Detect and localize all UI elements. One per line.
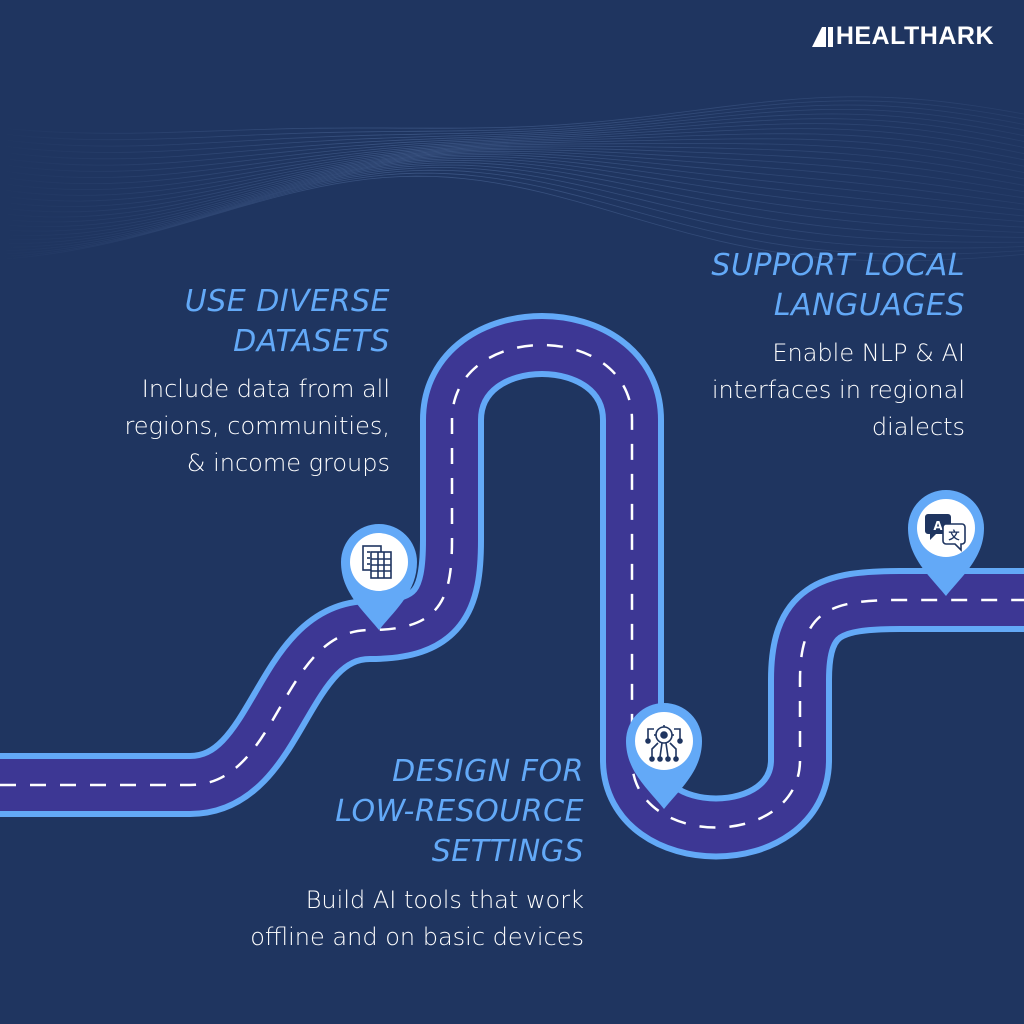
wave-line — [0, 133, 1024, 184]
step-description: Include data from all regions, communiti… — [10, 371, 390, 482]
map-pin-low-resource — [626, 703, 702, 809]
wave-line — [0, 157, 1024, 236]
description-line: regions, communities, — [124, 412, 390, 440]
logo-mark-icon — [811, 26, 833, 47]
wave-line — [0, 154, 1024, 228]
step-use-diverse-datasets: USE DIVERSE DATASETS Include data from a… — [10, 282, 390, 482]
ai-network-icon — [645, 725, 683, 762]
wave-line — [0, 100, 1024, 141]
map-pin-datasets — [341, 524, 417, 630]
wave-line — [0, 145, 1024, 202]
wave-line — [0, 128, 1024, 179]
map-pin-languages: A 文 — [908, 490, 984, 596]
heading-line: LANGUAGES — [773, 288, 965, 323]
step-heading: DESIGN FOR LOW-RESOURCE SETTINGS — [124, 752, 584, 872]
heading-line: USE DIVERSE — [184, 284, 390, 319]
wave-line — [0, 149, 1024, 213]
heading-line: LOW-RESOURCE — [335, 794, 584, 829]
wave-line — [0, 167, 1024, 252]
description-line: offline and on basic devices — [250, 923, 584, 951]
wave-line — [0, 113, 1024, 160]
description-line: & income groups — [186, 449, 390, 477]
winding-road — [0, 313, 1024, 860]
road-center-dashes — [0, 343, 1024, 829]
description-line: Build AI tools that work — [305, 886, 584, 914]
wave-line — [0, 104, 1024, 147]
svg-text:文: 文 — [949, 528, 961, 542]
wave-line — [0, 123, 1024, 172]
heading-line: SETTINGS — [431, 834, 584, 869]
heading-line: DESIGN FOR — [392, 754, 584, 789]
wave-line — [0, 169, 1024, 255]
step-design-for-low-resource-settings: DESIGN FOR LOW-RESOURCE SETTINGS Build A… — [124, 752, 584, 956]
wave-line — [0, 159, 1024, 241]
wave-line — [0, 109, 1024, 153]
heading-line: DATASETS — [233, 324, 390, 359]
wave-line — [0, 156, 1024, 232]
wave-line — [0, 175, 1024, 262]
description-line: dialects — [871, 413, 965, 441]
description-line: Include data from all — [141, 375, 390, 403]
wave-line — [0, 150, 1024, 218]
step-heading: USE DIVERSE DATASETS — [10, 282, 390, 362]
wave-line — [0, 118, 1024, 166]
description-line: Enable NLP & AI — [772, 339, 965, 367]
wave-line — [0, 138, 1024, 191]
wave-line — [0, 172, 1024, 258]
wave-line — [0, 162, 1024, 244]
step-support-local-languages: SUPPORT LOCAL LANGUAGES Enable NLP & AI … — [585, 246, 965, 446]
background-wave-pattern — [0, 96, 1024, 262]
step-description: Build AI tools that work offline and on … — [124, 882, 584, 956]
svg-text:A: A — [933, 519, 943, 533]
wave-line — [0, 164, 1024, 248]
translate-icon: A 文 — [925, 514, 966, 552]
wave-line — [0, 143, 1024, 196]
heading-line: SUPPORT LOCAL — [711, 248, 965, 283]
step-description: Enable NLP & AI interfaces in regional d… — [585, 335, 965, 446]
brand-name: HEALTHARK — [835, 22, 994, 50]
wave-line — [0, 96, 1024, 134]
wave-line — [0, 152, 1024, 223]
step-heading: SUPPORT LOCAL LANGUAGES — [585, 246, 965, 326]
spreadsheet-icon — [362, 545, 392, 579]
wave-line — [0, 147, 1024, 207]
brand-logo: HEALTHARK — [811, 22, 994, 51]
description-line: interfaces in regional — [711, 376, 965, 404]
